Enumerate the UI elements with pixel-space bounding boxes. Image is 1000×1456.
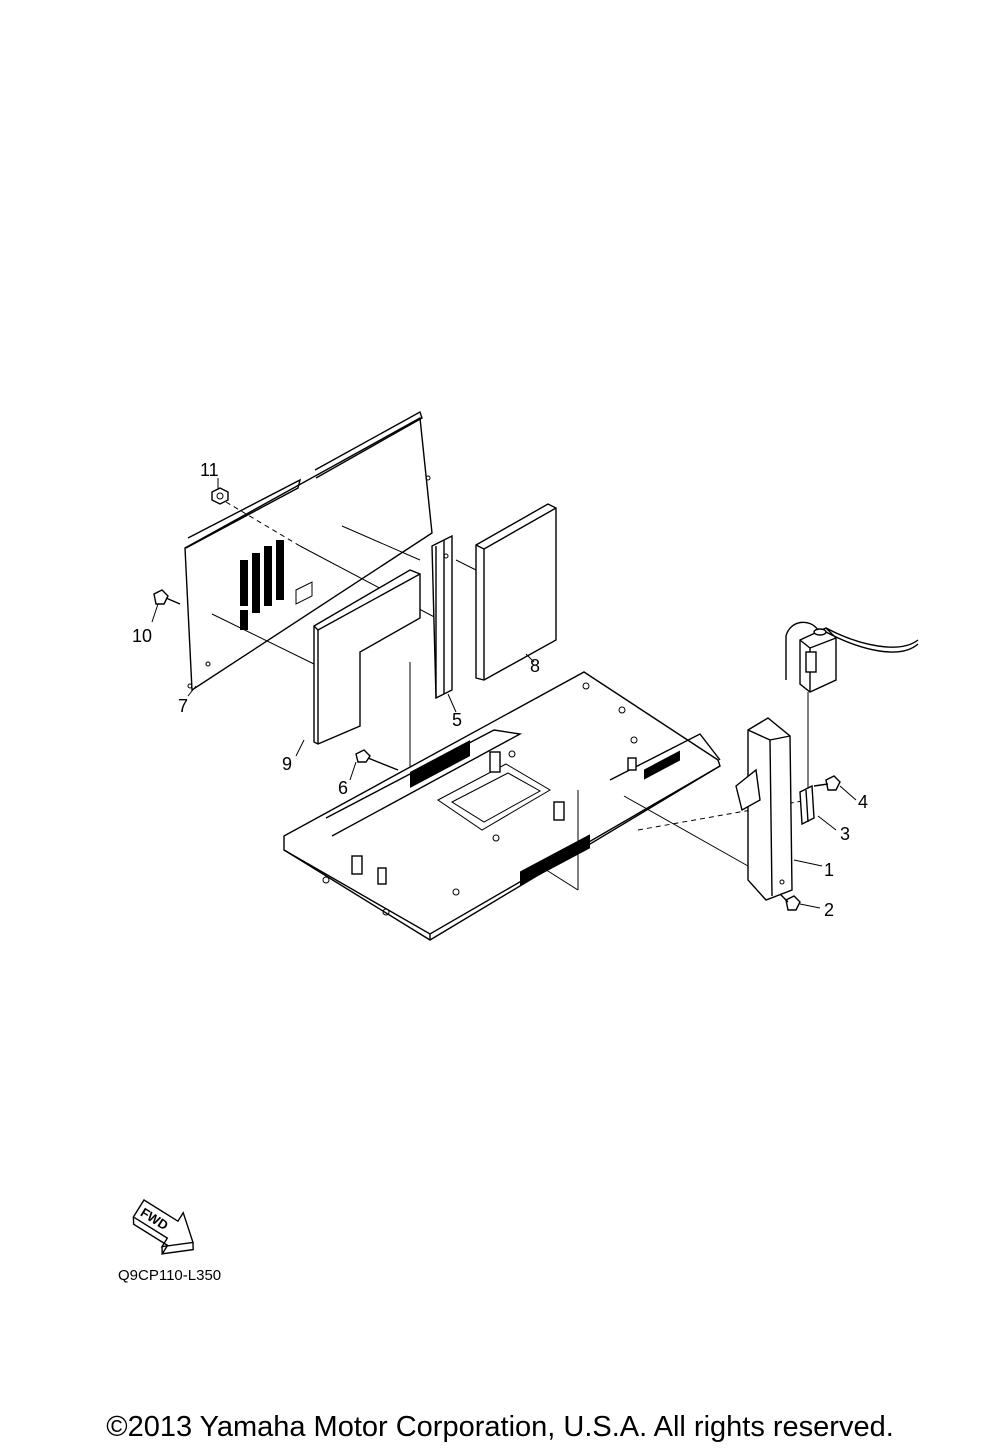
callout-leaders [151,478,857,909]
part-3-clip [799,784,815,826]
part-8-pad [475,503,557,681]
callout-5: 5 [452,710,462,730]
callout-8: 8 [530,656,540,676]
copyright-notice: ©2013 Yamaha Motor Corporation, U.S.A. A… [106,1411,894,1443]
floor-slots [410,740,680,886]
part-5-bracket [431,534,453,700]
vent-slots [240,540,284,630]
callout-6: 6 [338,778,348,798]
diagram-code: Q9CP110-L350 [118,1267,222,1284]
callout-2: 2 [824,900,834,920]
part-6-bolt [355,749,399,771]
floor-frame [283,671,721,941]
fwd-arrow-icon: FWD [132,1199,194,1255]
callout-3: 3 [840,824,850,844]
part-1-bracket [735,717,793,901]
callout-7: 7 [178,696,188,716]
callout-9: 9 [282,754,292,774]
part-9-pad [313,569,421,745]
callout-10: 10 [132,626,152,646]
callout-11: 11 [200,460,219,480]
part-2-bolt [779,893,801,911]
callout-4: 4 [858,792,868,812]
part-11-nut [211,487,229,505]
part-4-screw [813,775,841,791]
reservoir-tank [785,621,919,693]
part-7-panel [184,410,433,692]
part-10-bolt [153,589,181,605]
callout-1: 1 [824,860,834,880]
